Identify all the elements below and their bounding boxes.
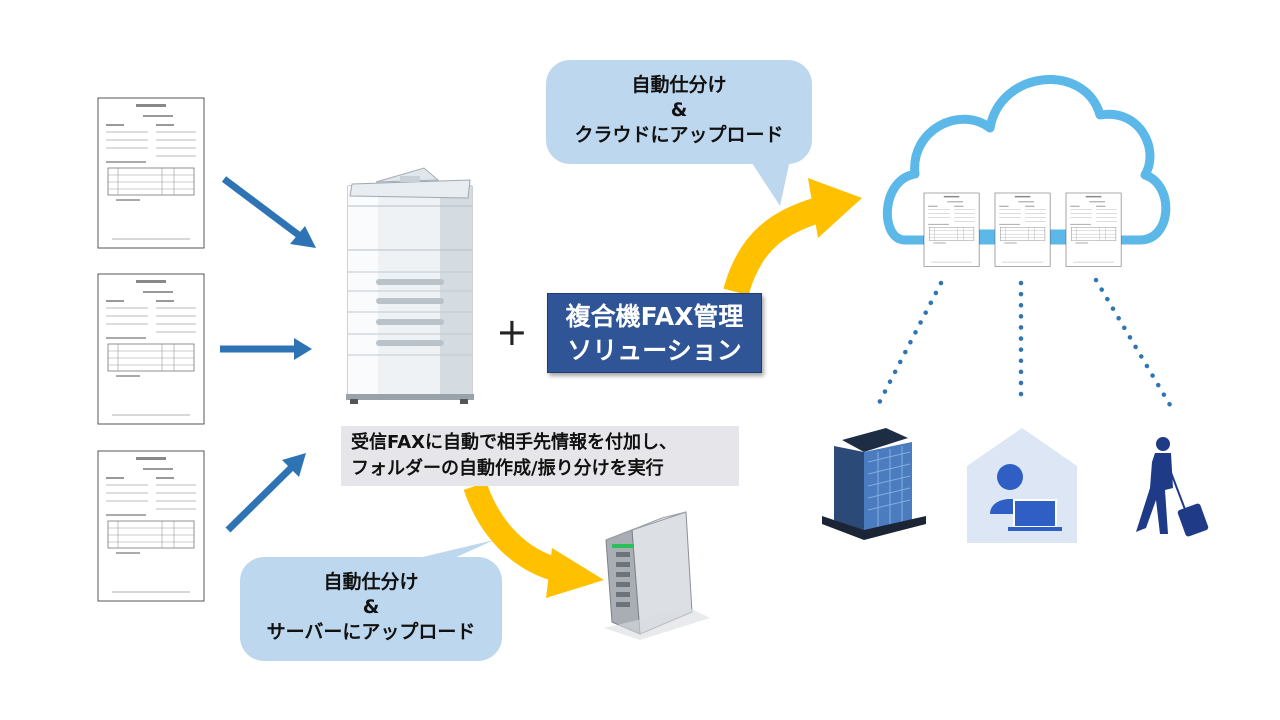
server-icon [604,511,710,640]
fax-document-3 [97,450,205,602]
yellow-arrow-server [463,481,604,598]
description-box: 受信FAXに自動で相手先情報を付加し、 フォルダーの自動作成/振り分けを実行 [341,426,739,486]
dotted-connections [875,277,1173,408]
cloud-document-2 [994,192,1051,267]
solution-label: 複合機FAX管理 ソリューション [547,293,762,373]
callout-server-text: 自動仕分け & サーバーにアップロード [240,570,502,645]
callout-server-line2: & [362,596,380,618]
solution-label-line2: ソリューション [567,336,742,365]
callout-cloud-text: 自動仕分け & クラウドにアップロード [546,73,812,148]
cloud-document-1 [923,192,980,267]
fax-document-2 [97,273,205,425]
callout-cloud-line1: 自動仕分け [631,74,727,96]
plus-sign: + [496,310,528,354]
office-building-icon [822,428,926,540]
callout-cloud-line3: クラウドにアップロード [574,124,784,146]
callout-server-line1: 自動仕分け [323,571,419,593]
fax-document-1 [97,97,205,249]
solution-label-line1: 複合機FAX管理 [565,302,744,331]
callout-server-bubble [240,540,502,661]
yellow-arrow-cloud [723,178,862,296]
description-line1: 受信FAXに自動で相手先情報を付加し、 [351,432,678,453]
callout-cloud-bubble [546,60,812,206]
traveler-icon [1136,437,1209,537]
multifunction-printer-icon [346,167,474,404]
callout-server-line3: サーバーにアップロード [266,621,476,643]
home-worker-icon [967,428,1077,543]
description-line2: フォルダーの自動作成/振り分けを実行 [351,458,664,479]
cloud-document-3 [1065,192,1122,267]
callout-cloud-line2: & [670,99,688,121]
blue-arrows [220,176,316,533]
